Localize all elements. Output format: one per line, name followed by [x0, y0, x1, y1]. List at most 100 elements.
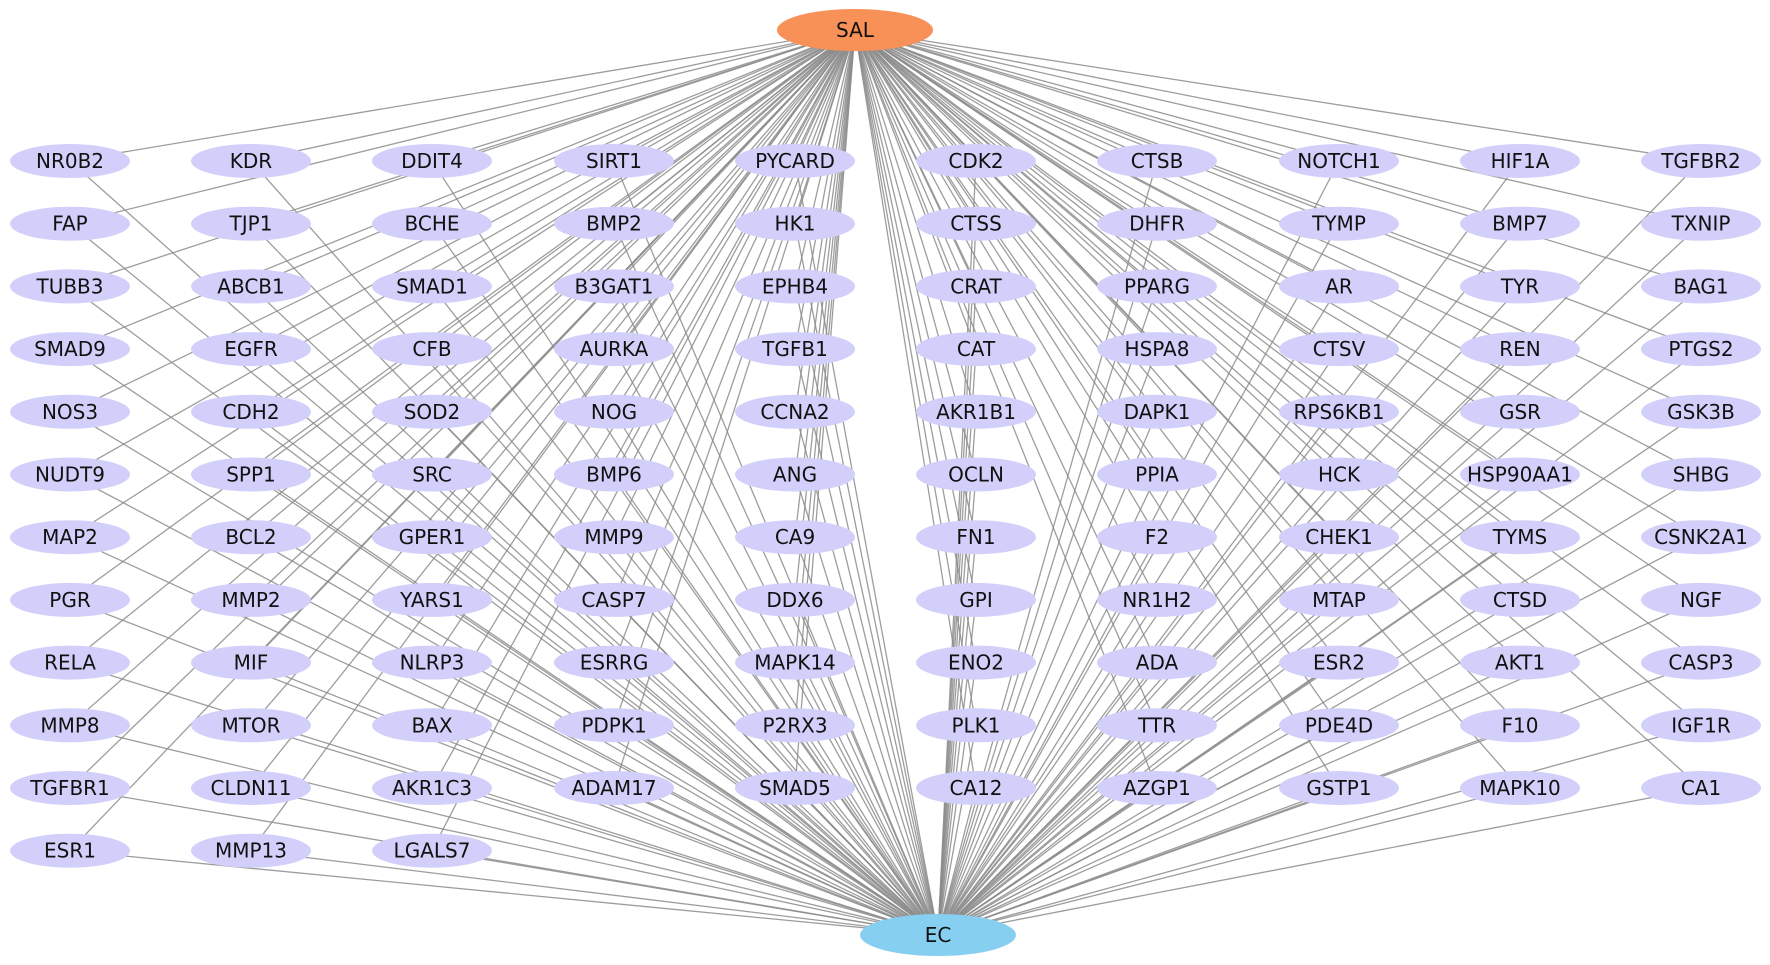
target-node-f2[interactable]: F2	[1097, 520, 1217, 555]
target-node-ptgs2[interactable]: PTGS2	[1641, 332, 1761, 367]
target-node-hsp90aa1[interactable]: HSP90AA1	[1460, 457, 1580, 492]
target-node-pycard[interactable]: PYCARD	[735, 144, 855, 178]
target-node-akr1c3[interactable]: AKR1C3	[372, 771, 492, 805]
target-node-b3gat1[interactable]: B3GAT1	[554, 269, 674, 304]
target-node-gper1[interactable]: GPER1	[372, 520, 492, 555]
target-node-azgp1[interactable]: AZGP1	[1097, 771, 1217, 805]
target-node-bag1[interactable]: BAG1	[1641, 269, 1761, 304]
target-node-nr1h2[interactable]: NR1H2	[1097, 582, 1217, 617]
target-node-lgals7[interactable]: LGALS7	[372, 833, 492, 868]
target-node-nr0b2[interactable]: NR0B2	[10, 144, 130, 178]
target-node-cat[interactable]: CAT	[916, 332, 1036, 367]
target-node-cldn11[interactable]: CLDN11	[191, 771, 311, 805]
target-node-gpi[interactable]: GPI	[916, 582, 1036, 617]
target-node-ddx6[interactable]: DDX6	[735, 582, 855, 617]
target-node-casp7[interactable]: CASP7	[554, 582, 674, 617]
target-node-aurka[interactable]: AURKA	[554, 332, 674, 367]
target-node-ctsb[interactable]: CTSB	[1097, 144, 1217, 178]
target-node-bmp7[interactable]: BMP7	[1460, 206, 1580, 241]
target-node-yars1[interactable]: YARS1	[372, 582, 492, 617]
target-node-ngf[interactable]: NGF	[1641, 582, 1761, 617]
target-node-crat[interactable]: CRAT	[916, 269, 1036, 304]
target-node-mtap[interactable]: MTAP	[1279, 582, 1399, 617]
target-node-f10[interactable]: F10	[1460, 708, 1580, 743]
target-node-pgr[interactable]: PGR	[10, 582, 130, 617]
target-node-rela[interactable]: RELA	[10, 645, 130, 680]
target-node-ar[interactable]: AR	[1279, 269, 1399, 304]
target-node-mmp8[interactable]: MMP8	[10, 708, 130, 743]
target-node-ttr[interactable]: TTR	[1097, 708, 1217, 743]
target-node-notch1[interactable]: NOTCH1	[1279, 144, 1399, 178]
target-node-ada[interactable]: ADA	[1097, 645, 1217, 680]
target-node-map2[interactable]: MAP2	[10, 520, 130, 555]
target-node-ctss[interactable]: CTSS	[916, 206, 1036, 241]
target-node-eno2[interactable]: ENO2	[916, 645, 1036, 680]
target-node-nos3[interactable]: NOS3	[10, 394, 130, 429]
target-node-cdh2[interactable]: CDH2	[191, 394, 311, 429]
target-node-smad9[interactable]: SMAD9	[10, 332, 130, 367]
target-node-tymp[interactable]: TYMP	[1279, 206, 1399, 241]
target-node-p2rx3[interactable]: P2RX3	[735, 708, 855, 743]
target-node-akr1b1[interactable]: AKR1B1	[916, 394, 1036, 429]
target-node-shbg[interactable]: SHBG	[1641, 457, 1761, 492]
target-node-gsk3b[interactable]: GSK3B	[1641, 394, 1761, 429]
target-node-fn1[interactable]: FN1	[916, 520, 1036, 555]
target-node-hk1[interactable]: HK1	[735, 206, 855, 241]
target-node-akt1[interactable]: AKT1	[1460, 645, 1580, 680]
target-node-ren[interactable]: REN	[1460, 332, 1580, 367]
target-node-hck[interactable]: HCK	[1279, 457, 1399, 492]
target-node-txnip[interactable]: TXNIP	[1641, 206, 1761, 241]
target-node-pde4d[interactable]: PDE4D	[1279, 708, 1399, 743]
target-node-dapk1[interactable]: DAPK1	[1097, 394, 1217, 429]
target-node-chek1[interactable]: CHEK1	[1279, 520, 1399, 555]
target-node-dhfr[interactable]: DHFR	[1097, 206, 1217, 241]
target-node-ca1[interactable]: CA1	[1641, 771, 1761, 805]
target-node-pdpk1[interactable]: PDPK1	[554, 708, 674, 743]
target-node-tgfbr2[interactable]: TGFBR2	[1641, 144, 1761, 178]
target-node-hspa8[interactable]: HSPA8	[1097, 332, 1217, 367]
target-node-spp1[interactable]: SPP1	[191, 457, 311, 492]
target-node-nlrp3[interactable]: NLRP3	[372, 645, 492, 680]
target-node-abcb1[interactable]: ABCB1	[191, 269, 311, 304]
target-node-ddit4[interactable]: DDIT4	[372, 144, 492, 178]
target-node-tubb3[interactable]: TUBB3	[10, 269, 130, 304]
target-node-tjp1[interactable]: TJP1	[191, 206, 311, 241]
target-node-ca9[interactable]: CA9	[735, 520, 855, 555]
target-node-mmp9[interactable]: MMP9	[554, 520, 674, 555]
target-node-ang[interactable]: ANG	[735, 457, 855, 492]
target-node-smad5[interactable]: SMAD5	[735, 771, 855, 805]
target-node-mmp13[interactable]: MMP13	[191, 833, 311, 868]
target-node-nog[interactable]: NOG	[554, 394, 674, 429]
target-node-bax[interactable]: BAX	[372, 708, 492, 743]
target-node-kdr[interactable]: KDR	[191, 144, 311, 178]
target-node-ctsv[interactable]: CTSV	[1279, 332, 1399, 367]
target-node-pparg[interactable]: PPARG	[1097, 269, 1217, 304]
target-node-tgfb1[interactable]: TGFB1	[735, 332, 855, 367]
target-node-adam17[interactable]: ADAM17	[554, 771, 674, 805]
target-node-esr1[interactable]: ESR1	[10, 833, 130, 868]
target-node-gstp1[interactable]: GSTP1	[1279, 771, 1399, 805]
target-node-bche[interactable]: BCHE	[372, 206, 492, 241]
target-node-esrrg[interactable]: ESRRG	[554, 645, 674, 680]
target-node-cdk2[interactable]: CDK2	[916, 144, 1036, 178]
target-node-esr2[interactable]: ESR2	[1279, 645, 1399, 680]
target-node-egfr[interactable]: EGFR	[191, 332, 311, 367]
hub-node-sal[interactable]: SAL	[777, 9, 933, 51]
target-node-smad1[interactable]: SMAD1	[372, 269, 492, 304]
target-node-igf1r[interactable]: IGF1R	[1641, 708, 1761, 743]
target-node-mtor[interactable]: MTOR	[191, 708, 311, 743]
target-node-mapk10[interactable]: MAPK10	[1460, 771, 1580, 805]
target-node-bcl2[interactable]: BCL2	[191, 520, 311, 555]
target-node-nudt9[interactable]: NUDT9	[10, 457, 130, 492]
target-node-plk1[interactable]: PLK1	[916, 708, 1036, 743]
target-node-mmp2[interactable]: MMP2	[191, 582, 311, 617]
target-node-mapk14[interactable]: MAPK14	[735, 645, 855, 680]
target-node-ca12[interactable]: CA12	[916, 771, 1036, 805]
hub-node-ec[interactable]: EC	[860, 914, 1016, 956]
target-node-ctsd[interactable]: CTSD	[1460, 582, 1580, 617]
target-node-cfb[interactable]: CFB	[372, 332, 492, 367]
target-node-sod2[interactable]: SOD2	[372, 394, 492, 429]
target-node-hif1a[interactable]: HIF1A	[1460, 144, 1580, 178]
target-node-ccna2[interactable]: CCNA2	[735, 394, 855, 429]
target-node-tyr[interactable]: TYR	[1460, 269, 1580, 304]
